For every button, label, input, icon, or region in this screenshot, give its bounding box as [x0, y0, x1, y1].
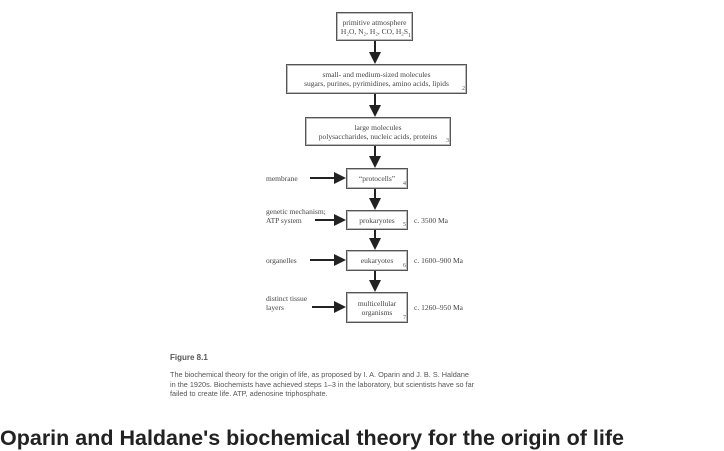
step-title: “protocells”: [358, 174, 396, 183]
step-detail: polysaccharides, nucleic acids, proteins: [318, 131, 438, 141]
caption-line: The biochemical theory for the origin of…: [170, 370, 469, 379]
date-label: c. 1260–950 Ma: [414, 303, 463, 312]
step-title: large molecules: [354, 122, 402, 132]
step-title: multicellular: [357, 298, 397, 308]
step-title: prokaryotes: [359, 215, 395, 225]
input-label: layers: [266, 303, 284, 312]
step-eukaryotes: eukaryotes 6: [346, 250, 408, 271]
step-number: 5: [403, 222, 406, 228]
step-title: eukaryotes: [360, 256, 394, 265]
step-title: small- and medium-sized molecules: [322, 70, 431, 79]
input-label: membrane: [266, 174, 298, 183]
step-detail: sugars, purines, pyrimidines, amino acid…: [304, 79, 449, 88]
caption-line: failed to create life. ATP, adenosine tr…: [170, 389, 328, 398]
step-protocells: “protocells” 4: [346, 168, 408, 189]
figure-caption: The biochemical theory for the origin of…: [170, 370, 474, 399]
caption-line: in the 1920s. Biochemists have achieved …: [170, 379, 475, 389]
step-prokaryotes: prokaryotes 5: [346, 210, 408, 230]
figure-label: Figure 8.1: [170, 353, 208, 362]
input-label: ATP system: [266, 216, 302, 225]
input-label: genetic mechanism;: [266, 207, 326, 216]
step-small-molecules: small- and medium-sized molecules sugars…: [286, 64, 467, 94]
step-multicellular: multicellular organisms 7: [346, 292, 408, 323]
step-number: 2: [462, 86, 465, 92]
step-primitive-atmosphere: primitive atmosphere H₂O, N₂, H₂, CO, H₂…: [336, 12, 413, 41]
step-number: 7: [403, 315, 406, 321]
input-label: distinct tissue: [266, 294, 308, 303]
step-large-molecules: large molecules polysaccharides, nucleic…: [305, 117, 451, 146]
date-label: c. 3500 Ma: [414, 216, 448, 225]
step-number: 3: [446, 138, 449, 144]
step-detail: organisms: [361, 307, 393, 317]
date-label: c. 1600–900 Ma: [414, 256, 463, 265]
input-label: organelles: [266, 256, 297, 265]
step-number: 4: [403, 181, 406, 187]
step-number: 1: [408, 33, 411, 39]
page-title: Oparin and Haldane's biochemical theory …: [0, 426, 624, 450]
step-number: 6: [403, 263, 406, 269]
step-detail: H₂O, N₂, H₂, CO, H₂S: [340, 26, 409, 36]
step-title: primitive atmosphere: [342, 17, 407, 27]
